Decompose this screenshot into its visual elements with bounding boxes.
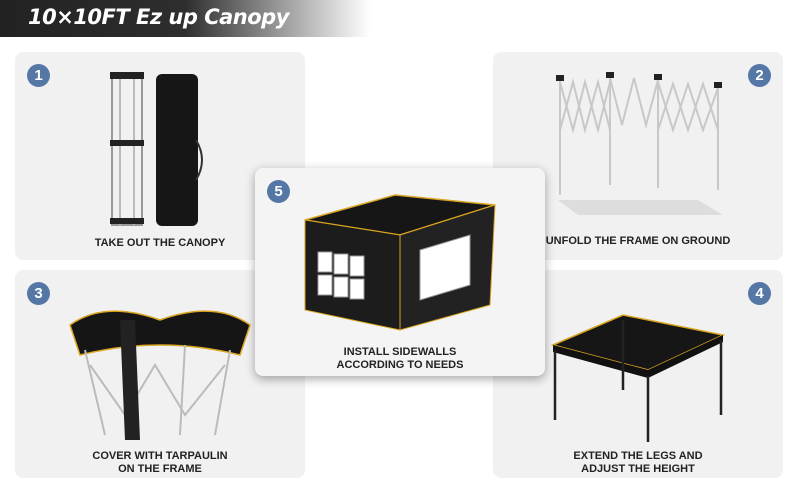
tarpaulin-on-frame-image: [69, 310, 251, 440]
step-1-card: 1 TAKE OUT THE CANOPY: [15, 52, 305, 260]
caption-line: ON THE FRAME: [118, 463, 202, 475]
caption-line: TAKE OUT THE CANOPY: [94, 237, 226, 249]
caption-line: ADJUST THE HEIGHT: [581, 463, 695, 475]
step-caption: TAKE OUT THE CANOPY: [15, 237, 305, 250]
step-badge: 1: [27, 64, 50, 87]
step-caption: UNFOLD THE FRAME ON GROUND: [493, 235, 783, 248]
title-banner: 10×10FT Ez up Canopy: [0, 0, 370, 37]
unfolded-frame-image: [556, 72, 723, 215]
extended-canopy-image: [550, 314, 726, 442]
step-badge: 3: [27, 282, 50, 305]
page-title: 10×10FT Ez up Canopy: [28, 5, 289, 29]
caption-line: INSTALL SIDEWALLS: [343, 346, 457, 358]
caption-line: EXTEND THE LEGS AND: [573, 450, 703, 462]
step-badge: 2: [748, 64, 771, 87]
canopy-with-sidewalls-image: [304, 194, 496, 331]
step-badge: 4: [748, 282, 771, 305]
step-badge: 5: [267, 180, 290, 203]
folded-frame-and-bag-image: [110, 72, 203, 226]
caption-line: COVER WITH TARPAULIN: [92, 450, 228, 462]
caption-line: ACCORDING TO NEEDS: [336, 359, 464, 371]
caption-line: UNFOLD THE FRAME ON GROUND: [545, 235, 731, 247]
